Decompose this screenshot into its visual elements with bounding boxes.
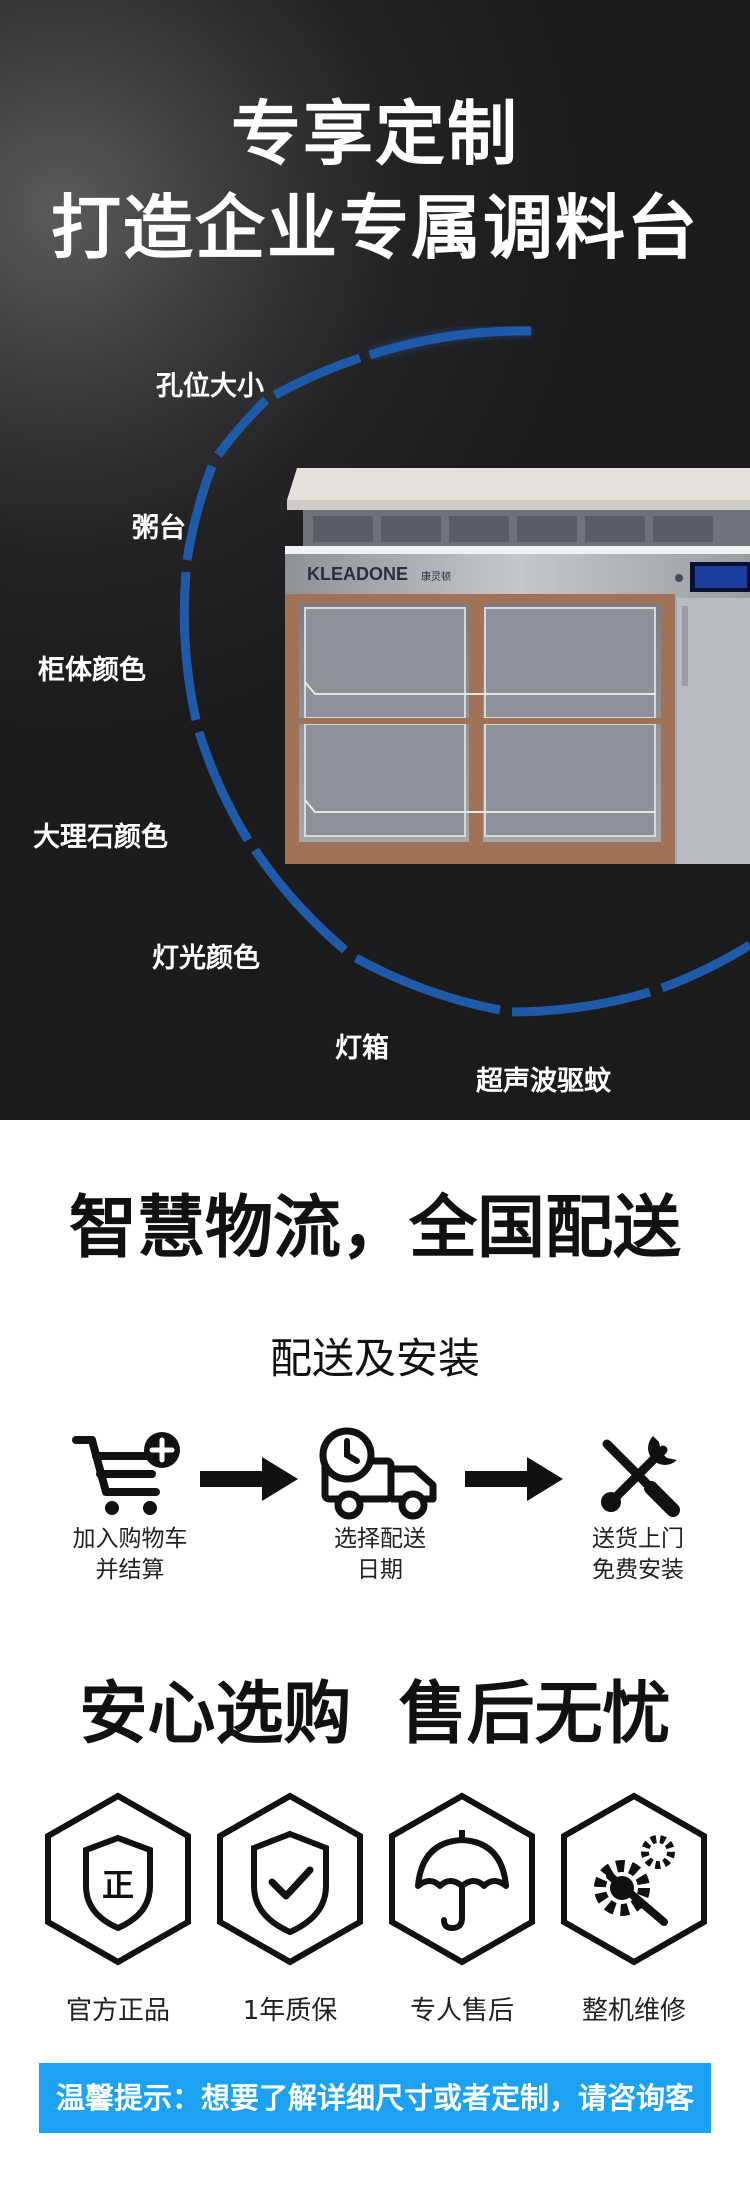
feature-light-box: 灯箱 — [335, 1033, 389, 1064]
badge-label: 专人售后 — [409, 1996, 514, 2026]
repair-gears-icon — [561, 1792, 707, 1966]
step-label-line2: 免费安装 — [592, 1557, 684, 1583]
step-label-line1: 加入购物车 — [72, 1526, 188, 1552]
hero-section: 专享定制 打造企业专属调料台 孔位大小 粥台 柜体颜色 大理石颜色 灯光颜色 灯… — [0, 0, 750, 1120]
brand-logo-sub: 康灵顿 — [421, 570, 451, 583]
feature-marble-color: 大理石颜色 — [33, 822, 168, 853]
feature-hole-size: 孔位大小 — [156, 371, 264, 402]
feature-arc-ring — [179, 326, 750, 1017]
logistics-title: 智慧物流，全国配送 — [68, 1189, 681, 1268]
genuine-shield-icon: 正 — [45, 1792, 191, 1966]
consult-notice-banner: 温馨提示：想要了解详细尺寸或者定制，请咨询客服! — [39, 2063, 711, 2185]
badge-label: 1年质保 — [242, 1996, 338, 2026]
warranty-shield-icon — [217, 1792, 363, 1966]
step-add-to-cart: 加入购物车 并结算 — [50, 1430, 210, 1586]
tools-icon — [601, 1436, 680, 1517]
umbrella-icon — [389, 1792, 535, 1966]
step-label-line1: 送货上门 — [592, 1526, 684, 1552]
hero-title-line2: 打造企业专属调料台 — [51, 187, 699, 269]
badge-after-sales: 专人售后 — [382, 1790, 542, 2027]
badge-repair: 整机维修 — [554, 1790, 714, 2027]
step-choose-date: 选择配送 日期 — [300, 1425, 460, 1586]
arrow-right-icon — [465, 1457, 563, 1501]
feature-light-color: 灯光颜色 — [152, 943, 260, 974]
step-delivery-install: 送货上门 免费安装 — [558, 1430, 718, 1586]
badge-label: 整机维修 — [581, 1996, 686, 2026]
feature-cabinet-color: 柜体颜色 — [38, 655, 146, 686]
brand-logo: KLEADONE — [307, 564, 408, 584]
delivery-truck-clock-icon — [319, 1427, 437, 1520]
service-title: 安心选购 售后无忧 — [79, 1675, 671, 1754]
arrow-right-icon — [200, 1457, 298, 1501]
logistics-subtitle: 配送及安装 — [269, 1334, 480, 1383]
feature-ultrasonic-mosquito: 超声波驱蚊 — [476, 1066, 611, 1097]
step-label-line2: 并结算 — [95, 1557, 165, 1583]
hero-title-line1: 专享定制 — [231, 93, 519, 175]
badge-label: 官方正品 — [65, 1996, 170, 2026]
svg-text:正: 正 — [102, 1866, 134, 1904]
seasoning-counter-image: KLEADONE 康灵顿 — [285, 468, 750, 864]
cart-plus-icon — [72, 1432, 180, 1515]
step-label-line2: 日期 — [357, 1557, 403, 1583]
badge-genuine: 正 官方正品 — [38, 1790, 198, 2027]
step-label-line1: 选择配送 — [334, 1526, 426, 1552]
feature-porridge-station: 粥台 — [132, 513, 186, 544]
badge-warranty: 1年质保 — [210, 1790, 370, 2027]
